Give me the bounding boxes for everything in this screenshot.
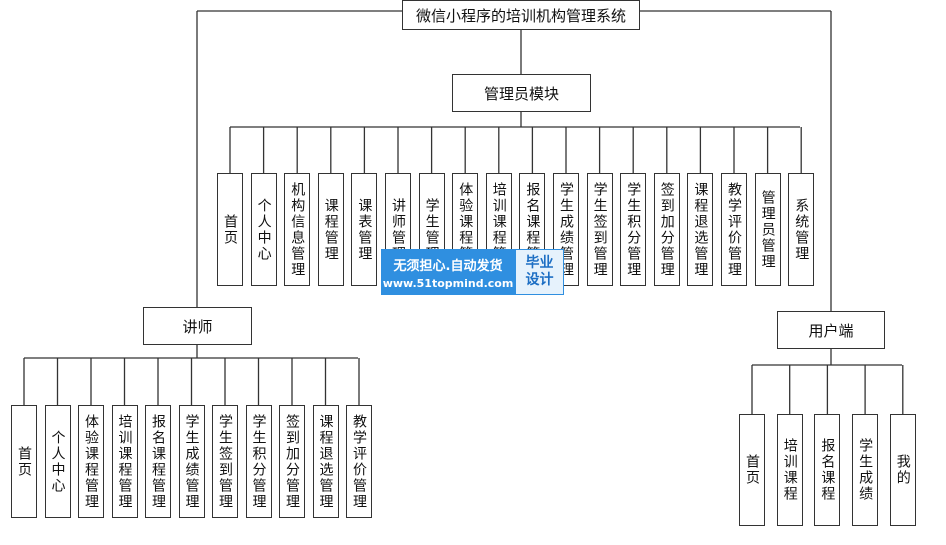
user-item-1: 培训课程 — [776, 414, 803, 526]
admin-item-label: 学生签到管理 — [591, 181, 608, 278]
admin-item-label: 学生管理 — [423, 197, 440, 262]
user-item-label: 报名课程 — [819, 438, 836, 502]
teacher-item-8: 签到加分管理 — [279, 405, 305, 518]
watermark-url: www.51topmind.com — [382, 276, 514, 290]
admin-item-label: 签到加分管理 — [658, 181, 675, 278]
admin-item-label: 课表管理 — [356, 197, 373, 262]
admin-item-17: 系统管理 — [788, 173, 815, 286]
user-item-4: 我的 — [889, 414, 916, 526]
watermark-badge-top: 毕业 — [525, 254, 554, 271]
admin-item-label: 机构信息管理 — [289, 181, 306, 278]
teacher-item-label: 教学评价管理 — [351, 413, 367, 510]
admin-item-label: 课程退选管理 — [692, 181, 709, 278]
admin-item-label: 个人中心 — [255, 197, 272, 262]
admin-item-0: 首页 — [217, 173, 243, 286]
teacher-item-3: 培训课程管理 — [111, 405, 138, 518]
watermark-banner: 无须担心.自动发货 www.51topmind.com 毕业 设计 — [381, 249, 564, 295]
admin-item-label: 讲师管理 — [390, 197, 406, 262]
admin-item-label: 课程管理 — [322, 197, 339, 262]
admin-item-label: 系统管理 — [793, 197, 810, 262]
teacher-item-label: 体验课程管理 — [83, 413, 99, 510]
admin-module-label: 管理员模块 — [483, 84, 559, 103]
user-module-label: 用户端 — [808, 321, 854, 340]
admin-module-node: 管理员模块 — [452, 74, 591, 112]
teacher-item-7: 学生积分管理 — [245, 405, 272, 518]
teacher-item-10: 教学评价管理 — [346, 405, 372, 518]
teacher-item-label: 学生签到管理 — [217, 413, 233, 510]
teacher-item-label: 首页 — [16, 445, 32, 478]
teacher-item-6: 学生签到管理 — [212, 405, 238, 518]
user-module-node: 用户端 — [777, 311, 885, 349]
user-item-3: 学生成绩 — [852, 414, 879, 526]
watermark-badge-bottom: 设计 — [525, 272, 554, 288]
admin-item-label: 首页 — [222, 213, 238, 246]
admin-item-label: 管理员管理 — [759, 189, 776, 270]
user-item-label: 我的 — [894, 454, 911, 486]
teacher-item-2: 体验课程管理 — [78, 405, 104, 518]
teacher-item-label: 学生成绩管理 — [183, 413, 200, 510]
teacher-item-label: 报名课程管理 — [150, 413, 166, 510]
admin-item-label: 教学评价管理 — [726, 181, 742, 278]
root-node-label: 微信小程序的培训机构管理系统 — [415, 6, 626, 25]
teacher-item-0: 首页 — [11, 405, 37, 518]
user-item-label: 培训课程 — [781, 438, 798, 502]
admin-item-16: 管理员管理 — [754, 173, 781, 286]
admin-item-2: 机构信息管理 — [284, 173, 311, 286]
admin-item-3: 课程管理 — [317, 173, 344, 286]
teacher-item-label: 签到加分管理 — [284, 413, 300, 510]
admin-item-11: 学生签到管理 — [586, 173, 613, 286]
admin-item-label: 学生积分管理 — [625, 181, 642, 278]
user-item-label: 首页 — [744, 454, 760, 486]
teacher-item-label: 培训课程管理 — [116, 413, 133, 510]
teacher-module-node: 讲师 — [143, 307, 252, 345]
root-node: 微信小程序的培训机构管理系统 — [402, 0, 640, 30]
user-item-0: 首页 — [739, 414, 765, 526]
teacher-item-5: 学生成绩管理 — [178, 405, 205, 518]
teacher-item-4: 报名课程管理 — [145, 405, 171, 518]
admin-item-1: 个人中心 — [250, 173, 277, 286]
admin-item-14: 课程退选管理 — [687, 173, 714, 286]
teacher-item-label: 个人中心 — [49, 429, 66, 494]
watermark-text-panel: 无须担心.自动发货 www.51topmind.com — [381, 249, 515, 295]
teacher-item-9: 课程退选管理 — [312, 405, 339, 518]
admin-item-15: 教学评价管理 — [721, 173, 747, 286]
teacher-module-label: 讲师 — [182, 317, 213, 336]
watermark-slogan: 无须担心.自动发货 — [393, 258, 503, 274]
teacher-item-label: 学生积分管理 — [250, 413, 267, 510]
watermark-badge: 毕业 设计 — [515, 249, 564, 295]
teacher-item-1: 个人中心 — [44, 405, 71, 518]
user-item-label: 学生成绩 — [857, 438, 874, 502]
admin-item-12: 学生积分管理 — [620, 173, 647, 286]
user-item-2: 报名课程 — [814, 414, 841, 526]
teacher-item-label: 课程退选管理 — [317, 413, 334, 510]
admin-item-4: 课表管理 — [351, 173, 378, 286]
admin-item-13: 签到加分管理 — [653, 173, 680, 286]
